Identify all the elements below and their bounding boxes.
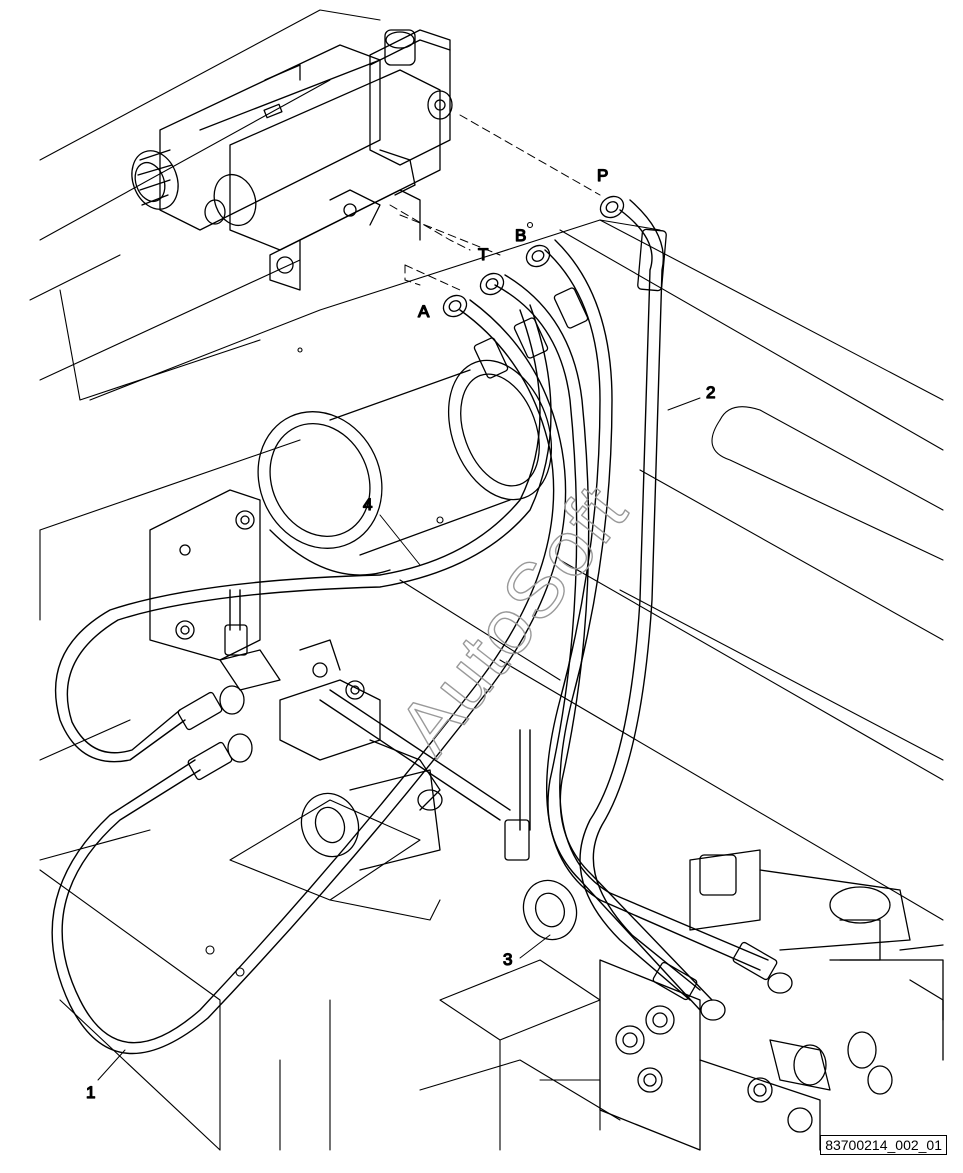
watermark-text: AutoSoft [381, 467, 644, 770]
bracket-plate [149, 489, 261, 661]
callout-2: 2 [706, 383, 715, 402]
port-label-p: P [597, 166, 608, 185]
drawing-reference-number: 83700214_002_01 [820, 1135, 947, 1155]
fittings [177, 195, 793, 1021]
port-label-b: B [515, 226, 526, 245]
solenoid-valve [131, 29, 453, 291]
port-label-t: T [478, 245, 488, 264]
hoses [51, 199, 769, 1055]
callout-3: 3 [503, 950, 512, 969]
callout-1: 1 [86, 1083, 95, 1102]
callout-4: 4 [363, 495, 372, 514]
leader-lines [97, 397, 701, 1081]
port-label-a: A [418, 302, 430, 321]
machine-frame [29, 9, 944, 1151]
valve-bank [599, 849, 944, 1151]
assembly-lines [389, 114, 601, 291]
cylinder [257, 359, 553, 576]
